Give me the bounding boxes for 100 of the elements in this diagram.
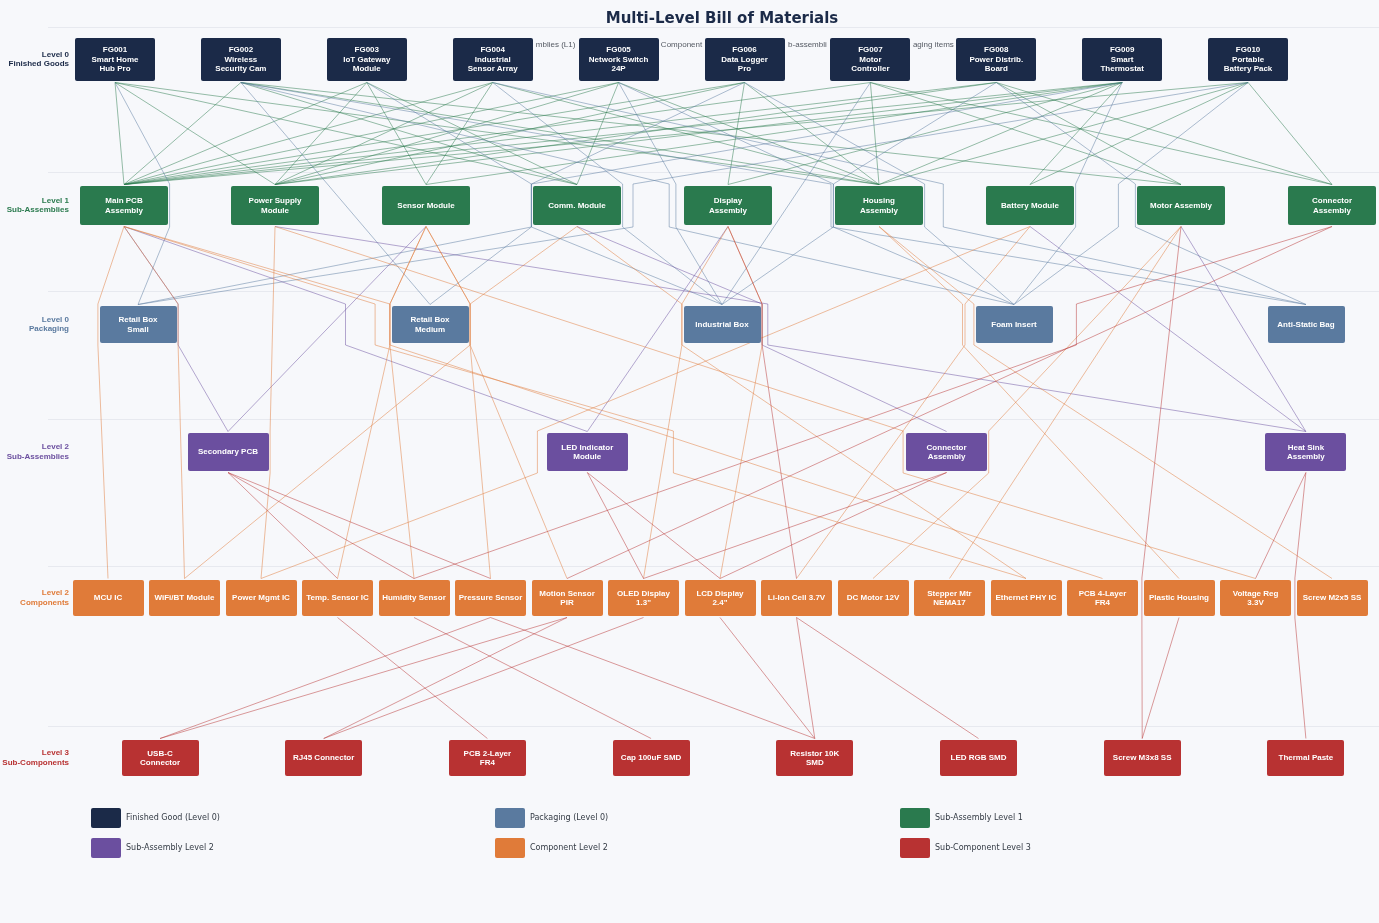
part-label: RJ45 Connector <box>293 753 355 763</box>
connector-line <box>566 226 1333 579</box>
connector-line <box>719 617 816 739</box>
sub-assembly-box <box>1288 186 1376 225</box>
connector-line <box>796 226 1031 579</box>
subtitle-fragment: b-assembli <box>788 40 827 50</box>
finished-good-box <box>578 38 659 81</box>
sub-component-box <box>448 740 526 776</box>
part-label: Thermal Paste <box>1278 753 1334 763</box>
connector-line <box>260 226 276 579</box>
part-label: OLED Display 1.3" <box>616 588 671 608</box>
sub-assembly-box <box>80 186 168 225</box>
connector-line <box>274 226 1256 579</box>
connector-line <box>576 226 948 432</box>
part-label: Smart Thermostat <box>1099 54 1145 74</box>
connector-line <box>576 82 620 185</box>
sub-component-box <box>285 740 363 776</box>
sub-assembly-box <box>906 433 988 471</box>
component-box <box>837 580 909 616</box>
sub-component-box <box>121 740 199 776</box>
connector-line <box>274 226 1307 432</box>
connector-line <box>123 82 494 185</box>
subtitle-fragment: aging items <box>912 40 954 50</box>
connector-line <box>323 617 568 739</box>
part-label: Secondary PCB <box>198 447 258 457</box>
sub-assembly-box <box>684 186 772 225</box>
connector-line <box>995 82 1333 185</box>
component-box <box>1143 580 1215 616</box>
component-box <box>455 580 526 616</box>
finished-good-box <box>452 38 533 81</box>
component-box <box>72 580 144 616</box>
connector-line <box>184 226 578 579</box>
connector-line <box>227 226 427 432</box>
part-label: Power Distrib. Board <box>968 54 1025 74</box>
connector-line <box>492 82 1307 305</box>
part-id: FG001 <box>102 45 128 55</box>
sub-component-box <box>1267 740 1345 776</box>
component-box <box>225 580 297 616</box>
connector-line <box>490 617 816 739</box>
connector-line <box>1294 472 1307 739</box>
legend-label: Sub-Assembly Level 2 <box>126 842 214 854</box>
component-box <box>149 580 220 616</box>
connector-line <box>366 82 723 305</box>
legend-label: Finished Good (Level 0) <box>126 812 220 824</box>
part-label: Wireless Security Cam <box>214 54 268 74</box>
finished-good-box <box>1082 38 1163 81</box>
part-label: Portable Battery Pack <box>1222 54 1274 74</box>
connector-line <box>576 226 1027 579</box>
part-label: PCB 4-Layer FR4 <box>1077 588 1128 608</box>
connector-line <box>869 82 880 185</box>
sub-assembly-box <box>533 186 621 225</box>
component-box <box>1296 580 1368 616</box>
part-id: FG010 <box>1235 45 1261 55</box>
connector-line <box>869 82 1333 185</box>
subtitle-fragment: Component <box>660 40 703 50</box>
connector-line <box>796 617 816 739</box>
sub-component-box <box>776 740 854 776</box>
row-label: Level 2 Components <box>19 588 69 608</box>
connector-line <box>323 617 644 739</box>
part-label: Battery Module <box>1001 200 1059 211</box>
sub-assembly-box <box>1137 186 1225 225</box>
connector-line <box>114 82 125 185</box>
packaging-box <box>391 306 469 343</box>
part-label: Motor Controller <box>850 54 891 74</box>
row-label: Level 2 Sub-Assemblies <box>5 442 69 462</box>
sub-component-box <box>940 740 1017 776</box>
part-label: Heat Sink Assembly <box>1286 442 1326 462</box>
part-label: IoT Gateway Module <box>342 54 392 74</box>
part-label: Stepper Mtr NEMA17 <box>926 588 973 608</box>
component-box <box>1067 580 1138 616</box>
legend-label: Packaging (Level 0) <box>530 812 609 824</box>
part-label: LCD Display 2.4" <box>695 588 745 608</box>
part-label: Ethernet PHY IC <box>995 593 1057 603</box>
packaging-box <box>975 306 1053 343</box>
connector-line <box>240 82 1015 305</box>
connector-line <box>114 82 171 305</box>
part-label: DC Motor 12V <box>846 593 900 603</box>
connector-line <box>949 226 1182 579</box>
part-label: Motor Assembly <box>1150 200 1212 211</box>
sub-component-box <box>1103 740 1181 776</box>
part-label: Retail Box Small <box>117 315 159 334</box>
part-id: FG003 <box>354 45 380 55</box>
packaging-box <box>683 306 761 343</box>
row-label: Level 0 Finished Goods <box>7 49 69 70</box>
connector-line <box>429 82 745 305</box>
component-box <box>990 580 1062 616</box>
part-label: WiFi/BT Module <box>154 593 215 603</box>
finished-good-box <box>200 38 281 81</box>
part-label: Connector Assembly <box>1311 196 1353 215</box>
component-box <box>914 580 985 616</box>
legend-label: Sub-Component Level 3 <box>935 842 1031 854</box>
part-label: Industrial Box <box>695 319 749 330</box>
connector-line <box>1141 617 1180 739</box>
connector-line <box>413 617 652 739</box>
row-label: Level 3 Sub-Components <box>1 748 69 768</box>
connector-line <box>878 226 1333 579</box>
part-label: Housing Assembly <box>859 196 899 215</box>
part-label: Pressure Sensor <box>458 593 523 603</box>
finished-good-box <box>704 38 785 81</box>
connector-line <box>1255 472 1307 579</box>
